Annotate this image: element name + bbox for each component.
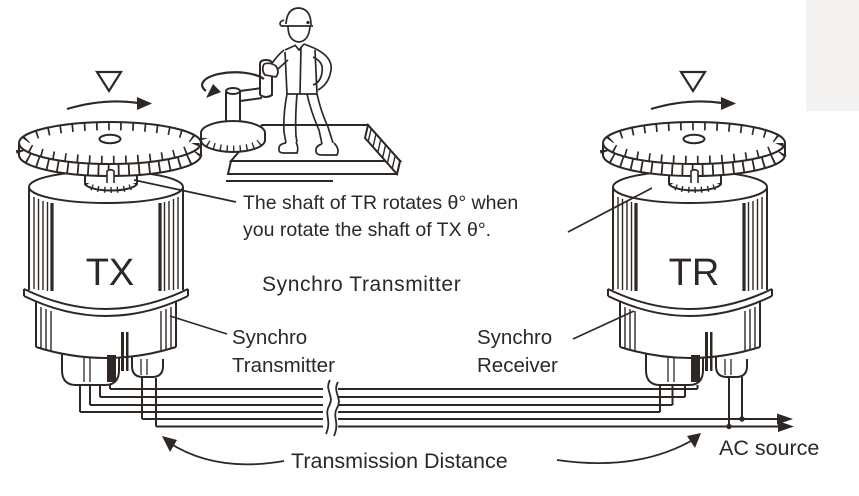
wiring <box>79 377 794 432</box>
tx-wire-pins <box>79 385 111 412</box>
transmission-distance-arrows <box>162 433 701 466</box>
junction-dot <box>726 423 732 430</box>
tx-caption-line1: Synchro <box>232 326 307 349</box>
tr-wire-pins <box>659 385 699 412</box>
annotation-line1: The shaft of TR rotates θ° when <box>243 192 518 214</box>
junction-dot <box>739 416 745 422</box>
arrowhead-icon <box>687 433 701 448</box>
leader-annotation-left <box>133 179 237 203</box>
platform-hatch-lines <box>367 128 396 169</box>
person-face <box>287 25 311 43</box>
tr-rotor-pins <box>728 377 743 427</box>
person-figure <box>261 7 339 156</box>
crank-disc-ticks <box>200 137 266 153</box>
ac-wires <box>142 418 778 428</box>
person-shoe-right <box>315 142 339 156</box>
tr-device <box>603 72 785 385</box>
crank-assembly <box>200 58 273 153</box>
leader-tx-caption <box>169 315 228 335</box>
ac-arrowhead-icon <box>778 421 794 432</box>
platform-edge-hatched <box>363 122 402 177</box>
crank-rotation-arrow-icon <box>201 71 265 92</box>
corner-scan-artifact <box>806 0 859 111</box>
tr-caption-line1: Synchro <box>477 326 552 349</box>
person-shoe-left <box>278 141 299 154</box>
transmission-distance-label: Transmission Distance <box>291 449 508 473</box>
ac-arrowhead-icon <box>777 413 793 425</box>
wire-break-icon <box>323 379 340 437</box>
tr-label: TR <box>669 252 720 294</box>
platform <box>226 122 403 182</box>
person-collar <box>294 43 305 52</box>
tx-label: TX <box>86 252 135 294</box>
person-hand <box>261 62 279 78</box>
leader-lines <box>133 179 653 340</box>
ac-source-label: AC source <box>719 436 819 460</box>
annotation-line2: you rotate the shaft of TX θ°. <box>243 219 491 241</box>
hard-hat <box>285 7 312 26</box>
person-left-arm <box>261 49 289 78</box>
figure-heading: Synchro Transmitter <box>262 273 461 296</box>
crank-arm <box>239 87 263 102</box>
leader-tr-caption <box>572 310 635 340</box>
tx-device <box>19 72 201 385</box>
tx-caption-line2: Transmitter <box>232 354 335 377</box>
arrowhead-icon <box>162 436 177 452</box>
platform-front <box>226 160 402 175</box>
leader-annotation-right <box>567 187 653 233</box>
tr-caption-line2: Receiver <box>477 354 558 377</box>
signal-wires <box>80 388 698 413</box>
person-torso <box>284 46 318 95</box>
person-legs <box>282 93 334 145</box>
